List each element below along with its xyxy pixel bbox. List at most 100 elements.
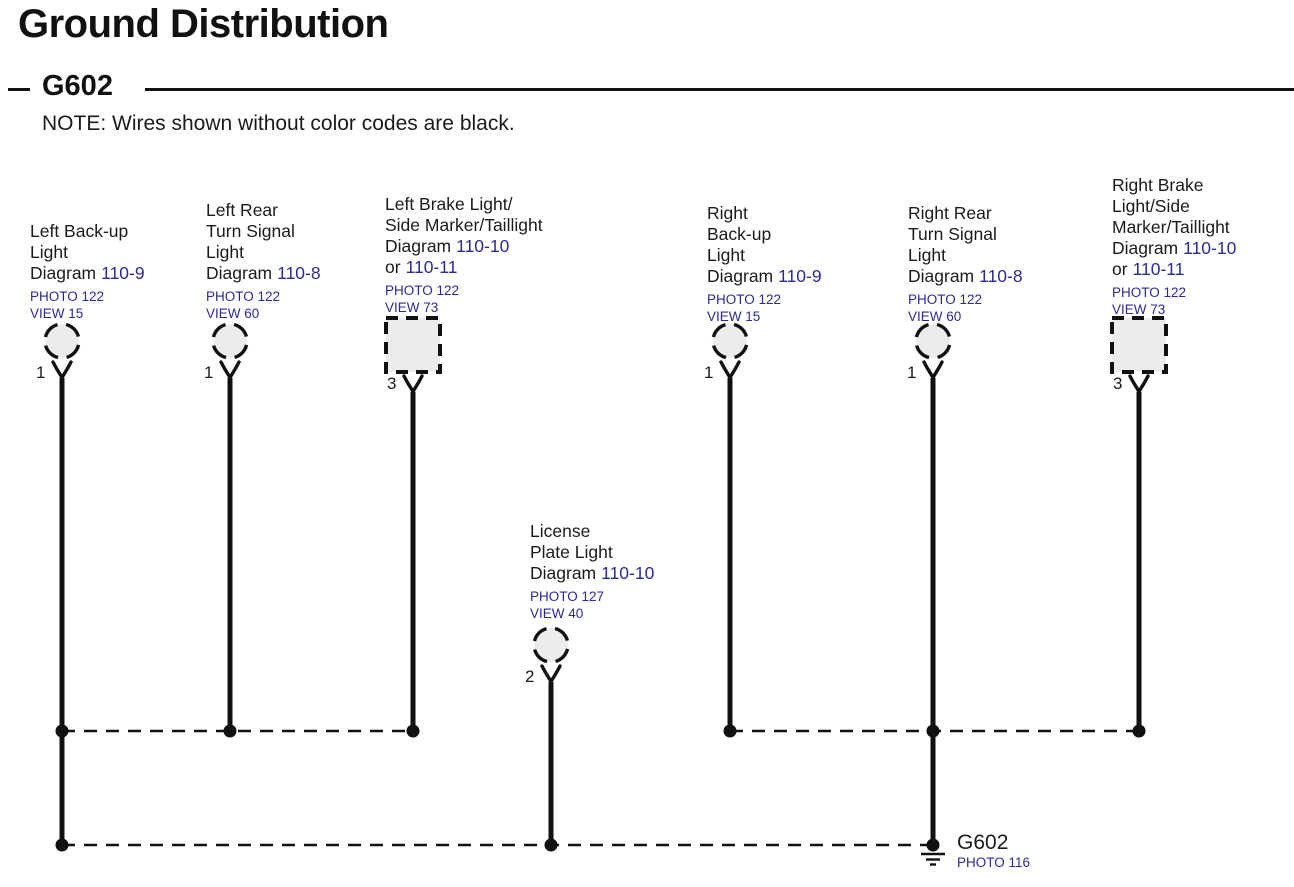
section-tick-line [8,88,30,91]
view-ref-link[interactable]: VIEW 60 [206,306,260,321]
component-name-line: Right Brake [1112,175,1204,195]
diagram-ref-link[interactable]: 110-11 [1132,259,1185,279]
component-name-line: Back-up [707,224,772,244]
component-name-line: Left Rear [206,200,278,220]
view-ref-link[interactable]: VIEW 15 [30,306,84,321]
pin-number-right-backup-light: 1 [704,363,714,382]
component-name-line: Light/Side [1112,196,1190,216]
photo-ref-link[interactable]: PHOTO 122 [385,283,460,298]
diagram-label: Diagram [206,263,273,283]
view-ref-link[interactable]: VIEW 73 [1112,302,1166,317]
junction-dot [926,724,940,738]
connector-left-backup-light [43,322,81,360]
junction-dots [55,724,1146,852]
component-name-line: Left Brake Light/ [385,194,513,214]
connector-right-brake-taillight [1110,316,1168,374]
component-name-line: Light [30,242,68,262]
or-label: or [385,257,401,277]
diagram-ref-link[interactable]: 110-11 [405,257,458,277]
connector-left-brake-taillight [384,316,442,374]
component-name-line: Right Rear [908,203,992,223]
photo-ref-link[interactable]: PHOTO 127 [530,589,605,604]
diagram-ref-link[interactable]: 110-9 [101,263,145,283]
junction-dot-ground [926,838,940,852]
square-connectors [384,316,1168,374]
diagram-ref-link[interactable]: 110-8 [979,266,1023,286]
terminal-fork [402,374,424,394]
junction-dot [223,724,237,738]
photo-ref-link[interactable]: PHOTO 122 [908,292,983,307]
junction-dot [55,724,69,738]
pin-number-left-backup-light: 1 [36,363,46,382]
view-ref-link[interactable]: VIEW 60 [908,309,962,324]
ground-bus-lines [62,729,1139,847]
ground-symbol [921,852,945,866]
connector-right-rear-turn-signal [914,322,952,360]
photo-ref-link[interactable]: PHOTO 122 [30,289,105,304]
junction-dot [1132,724,1146,738]
photo-ref-link[interactable]: PHOTO 122 [1112,285,1187,300]
terminal-fork [540,664,562,684]
terminal-fork [719,360,741,380]
color-code-note: NOTE: Wires shown without color codes ar… [42,112,515,135]
terminal-fork [219,360,241,380]
photo-ref-link[interactable]: PHOTO 122 [206,289,281,304]
component-name-line: Plate Light [530,542,613,562]
diagram-label: Diagram [908,266,975,286]
connector-license-plate-light [532,626,570,664]
junction-dot [544,838,558,852]
junction-dot [55,838,69,852]
junction-dot [723,724,737,738]
view-ref-link[interactable]: VIEW 73 [385,300,439,315]
diagram-ref-link[interactable]: 110-10 [601,563,655,583]
photo-ref-link[interactable]: PHOTO 122 [707,292,782,307]
section-title: G602 [42,70,113,102]
component-label-left-brake-taillight: Left Brake Light/ Side Marker/Taillight … [385,194,543,316]
terminal-fork [922,360,944,380]
diagram-ref-link[interactable]: 110-8 [277,263,321,283]
component-name-line: License [530,521,591,541]
page-title: Ground Distribution [18,2,389,46]
ground-photo-ref-link[interactable]: PHOTO 116 [957,855,1031,870]
component-name-line: Right [707,203,748,223]
ground-wires [59,378,1142,845]
pin-number-left-brake-taillight: 3 [387,374,397,393]
pin-number-left-rear-turn-signal: 1 [204,363,214,382]
component-name-line: Left Back-up [30,221,129,241]
diagram-ref-link[interactable]: 110-9 [778,266,822,286]
terminal-fork [51,360,73,380]
terminal-fork [1128,374,1150,394]
diagram-label: Diagram [385,236,452,256]
component-name-line: Marker/Taillight [1112,217,1230,237]
diagram-ref-link[interactable]: 110-10 [456,236,510,256]
ground-id-label: G602 [957,831,1009,854]
terminal-forks [51,360,1150,684]
connector-right-backup-light [711,322,749,360]
diagram-label: Diagram [1112,238,1179,258]
component-label-right-brake-taillight: Right Brake Light/Side Marker/Taillight … [1112,175,1236,318]
view-ref-link[interactable]: VIEW 15 [707,309,761,324]
pin-number-license-plate-light: 2 [525,667,535,686]
diagram-ref-link[interactable]: 110-10 [1183,238,1237,258]
component-name-line: Light [206,242,244,262]
component-name-line: Turn Signal [908,224,997,244]
component-name-line: Light [908,245,946,265]
connector-left-rear-turn-signal [211,322,249,360]
component-name-line: Turn Signal [206,221,295,241]
view-ref-link[interactable]: VIEW 40 [530,606,584,621]
